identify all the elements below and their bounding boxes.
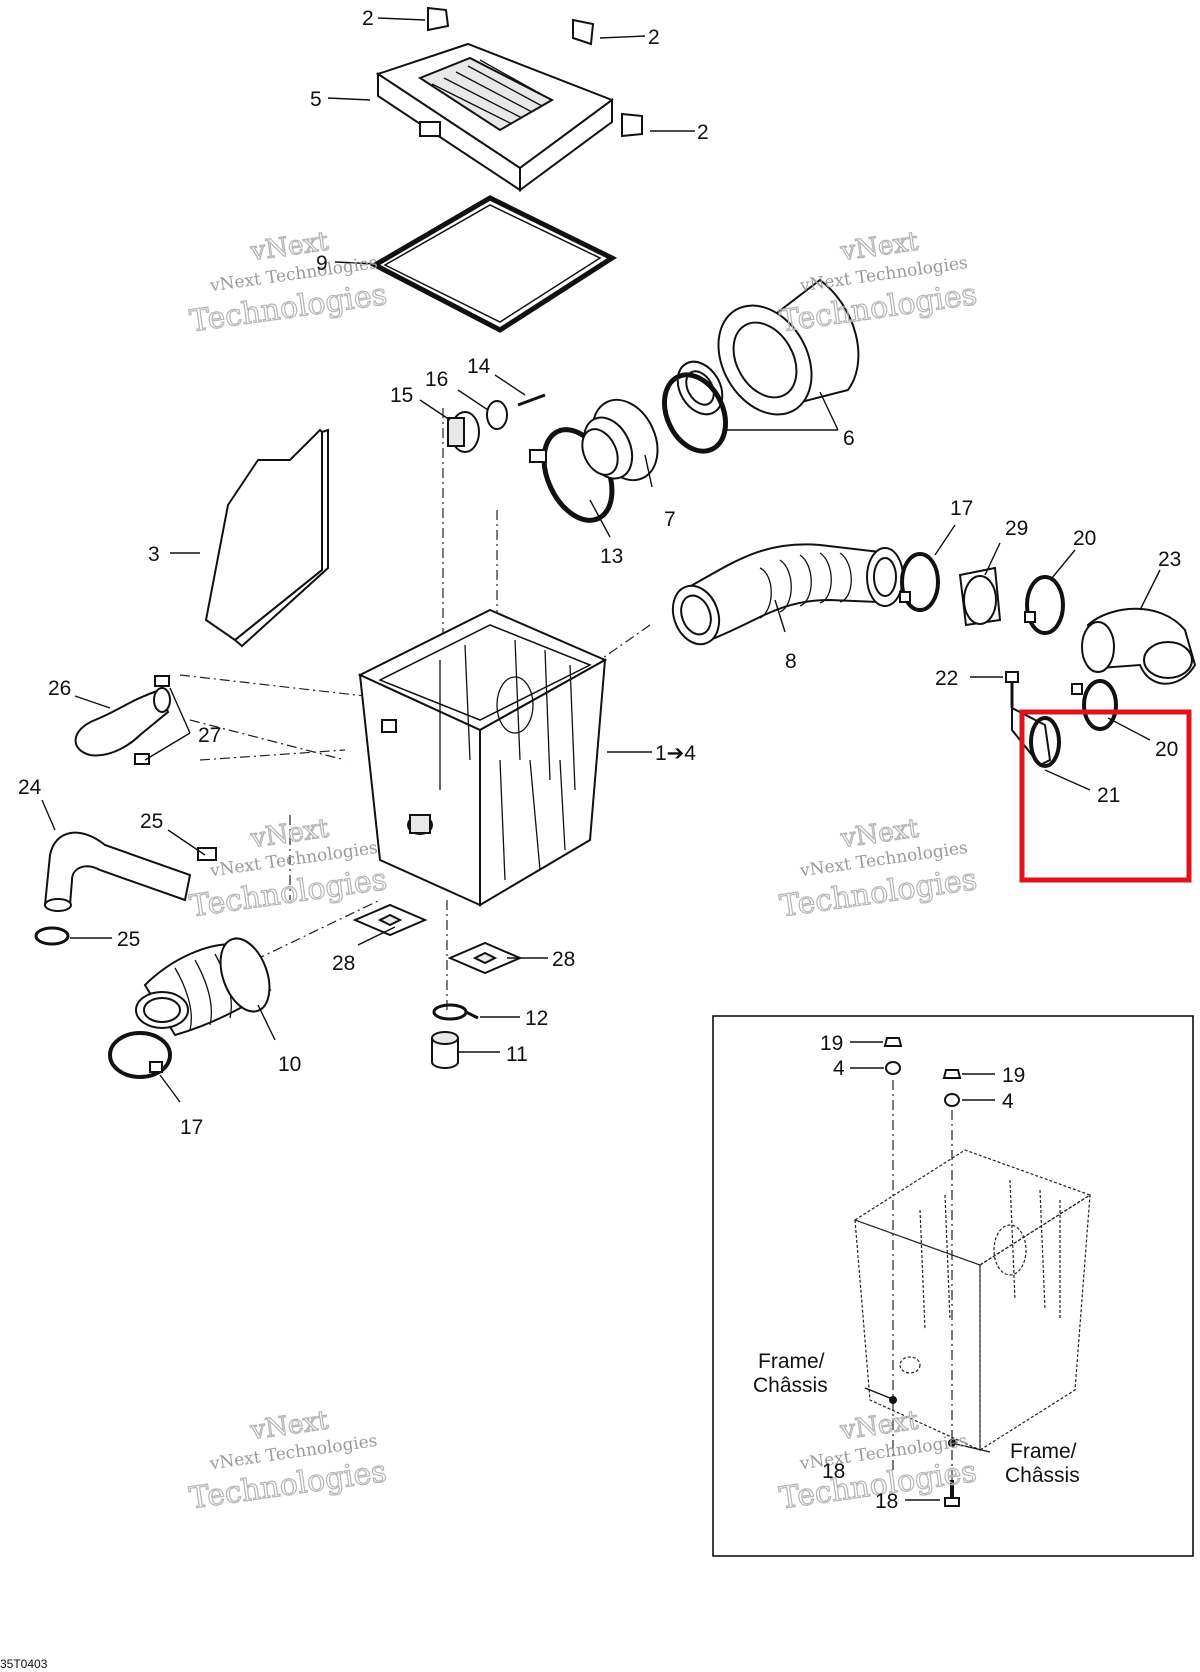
callout-20b: 20: [1155, 738, 1178, 761]
inset-frame-right: Frame/: [1010, 1440, 1077, 1463]
callout-21: 21: [1097, 784, 1120, 807]
callout-22: 22: [935, 667, 958, 690]
elbow-23: [1081, 607, 1197, 685]
drain-valve-11: [431, 1031, 459, 1069]
inset-callout-18a: 18: [822, 1460, 845, 1483]
inset-frame-left: Frame/: [758, 1350, 825, 1373]
callout-20a: 20: [1073, 527, 1096, 550]
inset-labels: 19 4 19 4 Frame/ Châssis Frame/ Châssis …: [753, 1032, 1080, 1513]
callout-11: 11: [506, 1043, 528, 1066]
callout-3: 3: [148, 543, 160, 566]
hose-24: [43, 831, 192, 912]
clip-12: [432, 1003, 479, 1021]
filter-clamp: [662, 372, 728, 454]
inset-nut-19b: [942, 1069, 962, 1079]
inset-chassis-right: Châssis: [1005, 1464, 1080, 1487]
callout-1-to-4: 1➔4: [655, 742, 696, 765]
callout-14: 14: [467, 355, 491, 378]
callout-28a: 28: [332, 952, 355, 975]
inset-grommet-4b: [944, 1093, 960, 1107]
callout-5: 5: [310, 88, 322, 111]
callout-28b: 28: [552, 948, 575, 971]
inset-grommet-4a: [885, 1061, 901, 1075]
inset-callout-19b: 19: [1002, 1064, 1025, 1087]
inset-callout-19a: 19: [820, 1032, 843, 1055]
callout-12: 12: [525, 1007, 548, 1030]
pad-28b: [447, 941, 523, 975]
callout-24: 24: [18, 776, 42, 799]
callout-2b: 2: [648, 26, 660, 49]
callout-16: 16: [425, 368, 448, 391]
clamp-17: [899, 552, 940, 612]
callout-27: 27: [198, 724, 221, 747]
watermark-2: vNext vNext Technologies Technologies: [777, 226, 980, 340]
callout-17b: 17: [180, 1116, 203, 1139]
callout-26: 26: [48, 677, 71, 700]
cover-clip-b: [572, 18, 595, 46]
disc-16: [486, 400, 508, 430]
air-box-cover: [375, 42, 615, 192]
cover-clip-c: [621, 112, 643, 138]
callout-29: 29: [1005, 517, 1028, 540]
elbow-10: [135, 937, 272, 1037]
clamp-20b: [1071, 679, 1118, 731]
callout-8: 8: [785, 650, 797, 673]
cover-clip-a: [427, 6, 450, 32]
leader-lines: [41, 17, 1161, 1103]
clamp-27b: [134, 753, 150, 765]
clamp-17b: [108, 1031, 172, 1079]
heat-shield-panel: [204, 428, 329, 648]
callout-25a: 25: [140, 810, 163, 833]
callout-7: 7: [664, 508, 676, 531]
callout-13: 13: [600, 545, 623, 568]
callout-17a: 17: [950, 497, 973, 520]
inset-chassis-left: Châssis: [753, 1374, 828, 1397]
clamp-25a: [197, 847, 217, 861]
air-filter: [676, 278, 860, 416]
hose-26: [74, 687, 171, 757]
callout-2a: 2: [362, 7, 374, 30]
watermark-1: vNext vNext Technologies Technologies: [187, 226, 390, 340]
callout-labels: 2 2 2 5 9 15 16 14 6 7 13 3 8 17 29 20 2…: [18, 7, 1181, 1139]
sleeve-29: [958, 566, 1002, 627]
bolt-22: [1005, 671, 1019, 708]
gasket: [369, 195, 618, 333]
inset-callout-4a: 4: [833, 1057, 845, 1080]
adapter-7: [581, 398, 659, 482]
watermark-5: vNext vNext Technologies Technologies: [187, 1405, 390, 1517]
clamp-25b: [34, 926, 70, 946]
drawing-code: 35T0403: [0, 1657, 48, 1671]
highlight-box-part-21: [1019, 709, 1192, 883]
callout-6: 6: [843, 427, 855, 450]
callout-15: 15: [390, 384, 413, 407]
pin-14: [517, 393, 546, 407]
intake-hose-8: [671, 543, 904, 646]
air-box: [357, 608, 608, 907]
callout-9: 9: [316, 252, 328, 275]
callout-2c: 2: [697, 121, 709, 144]
callout-25b: 25: [117, 928, 140, 951]
watermark-4: vNext vNext Technologies Technologies: [777, 813, 980, 925]
watermark-3: vNext vNext Technologies Technologies: [187, 813, 390, 925]
clamp-20a: [1024, 575, 1065, 635]
inset-callout-4b: 4: [1002, 1090, 1014, 1113]
bracket-21: [1011, 706, 1061, 768]
inset-nut-19a: [883, 1037, 903, 1047]
inset-bolt-18b: [944, 1480, 960, 1507]
callout-23: 23: [1158, 548, 1181, 571]
inset-panel: [712, 1015, 1194, 1557]
inset-callout-18b: 18: [875, 1490, 898, 1513]
callout-10: 10: [278, 1053, 301, 1076]
clamp-27a: [154, 675, 170, 687]
pad-28a: [352, 903, 428, 937]
plug-15: [447, 411, 480, 453]
